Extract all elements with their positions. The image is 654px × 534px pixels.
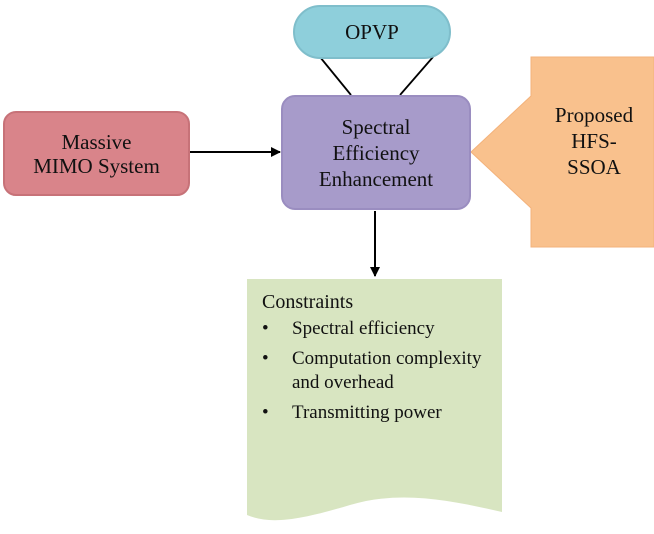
constraint-text: Spectral efficiency xyxy=(292,318,435,339)
constraint-item: • Spectral efficiency xyxy=(262,317,492,341)
bullet-icon: • xyxy=(262,402,269,423)
bullet-icon: • xyxy=(262,318,269,339)
constraints-box: Constraints • Spectral efficiency • Comp… xyxy=(262,290,512,431)
constraint-text: Transmitting power xyxy=(292,402,442,423)
constraints-list: • Spectral efficiency • Computation comp… xyxy=(262,317,512,425)
constraint-text: Computation complexity and overhead xyxy=(292,348,482,393)
constraint-item: • Computation complexity and overhead xyxy=(262,347,492,395)
spectral-efficiency-node: Spectral Efficiency Enhancement xyxy=(281,95,471,210)
opvp-connector-left xyxy=(319,56,352,96)
opvp-node: OPVP xyxy=(293,5,451,59)
proposed-hfs-ssoa-label: Proposed HFS- SSOA xyxy=(554,103,634,179)
opvp-connector-right xyxy=(399,56,434,96)
constraint-item: • Transmitting power xyxy=(262,401,492,425)
constraints-document-shape xyxy=(247,279,502,521)
massive-mimo-node: Massive MIMO System xyxy=(3,111,190,196)
proposed-arrow-shape xyxy=(470,56,654,248)
constraints-title: Constraints xyxy=(262,291,354,313)
bullet-icon: • xyxy=(262,348,269,369)
